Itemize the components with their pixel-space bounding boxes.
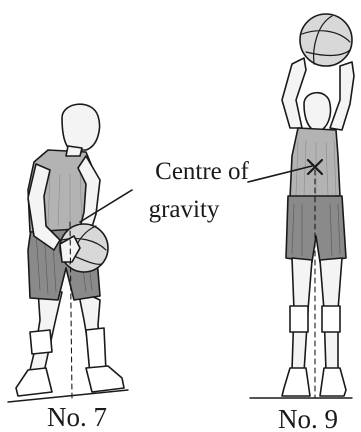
player7-knee-pad: [30, 330, 52, 354]
cog-label-line1: Centre of: [132, 158, 272, 186]
player9-head: [304, 93, 331, 132]
player7-neck: [66, 146, 82, 156]
player-no7: [8, 104, 128, 402]
player9-right-shoe: [320, 368, 346, 396]
player-no9-caption: No. 9: [258, 405, 358, 432]
player9-left-knee-pad: [290, 306, 308, 332]
player-no7-caption: No. 7: [22, 403, 132, 431]
cog-label-line2: gravity: [134, 196, 234, 224]
player9-basketball: [300, 14, 352, 66]
player7-back-shoe: [86, 366, 124, 392]
player9-left-shoe: [282, 368, 310, 396]
player9-shorts: [286, 196, 346, 262]
player7-front-shoe: [16, 368, 52, 396]
player9-right-knee-pad: [322, 306, 340, 332]
player9-right-arm: [330, 62, 354, 130]
player-no9: [250, 14, 354, 398]
player7-head: [62, 104, 100, 150]
player9-left-arm: [282, 58, 306, 128]
